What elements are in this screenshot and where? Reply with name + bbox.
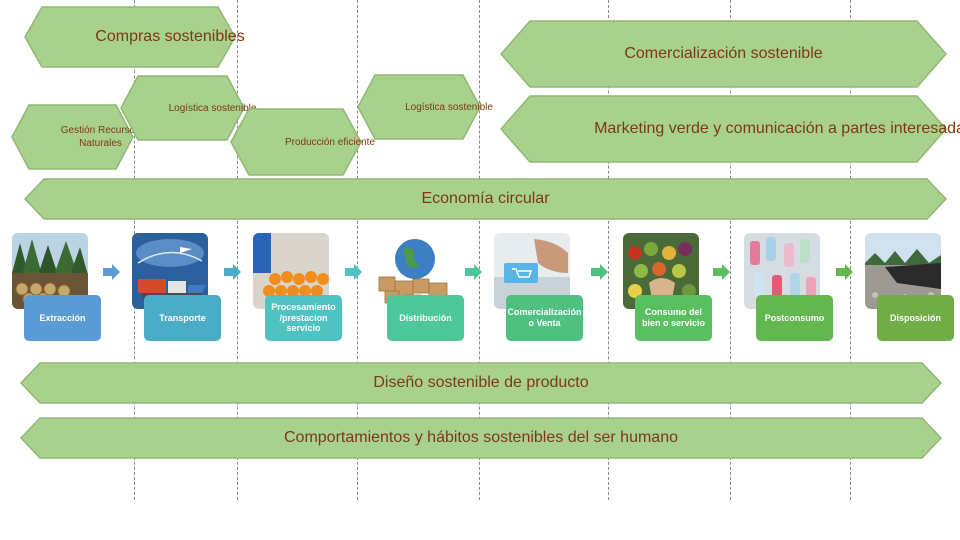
flow-arrow-icon bbox=[224, 264, 241, 280]
comportamientos-sostenibles-shape: Comportamientos y hábitos sostenibles de… bbox=[20, 417, 942, 459]
stage-transporte: Transporte bbox=[132, 233, 221, 341]
logistica-sostenible-shape: Logística sostenible bbox=[120, 75, 256, 141]
stage-label: Disposición bbox=[889, 312, 941, 323]
column-divider bbox=[357, 0, 358, 500]
stage-label: Consumo del bien o servicio bbox=[641, 307, 706, 328]
stage-distribucion: Distribución bbox=[375, 233, 464, 341]
column-divider bbox=[730, 0, 731, 500]
stage-label: Distribución bbox=[399, 312, 452, 323]
compras-sostenibles-shape: Compras sostenibles bbox=[24, 6, 245, 68]
stage-box: Disposición bbox=[877, 295, 954, 341]
stage-postconsumo: Postconsumo bbox=[744, 233, 833, 341]
stage-procesamiento: Procesamiento /prestacion servicio bbox=[253, 233, 342, 341]
comportamientos-sostenibles-label: Comportamientos y hábitos sostenibles de… bbox=[284, 428, 678, 446]
compras-sostenibles-label: Compras sostenibles bbox=[95, 27, 245, 45]
column-divider bbox=[608, 0, 609, 500]
stage-comercializacion: Comercialización o Venta bbox=[494, 233, 583, 341]
column-divider bbox=[479, 0, 480, 500]
marketing-verde-shape: Marketing verde y comunicación a partes … bbox=[500, 95, 960, 163]
stage-box: Procesamiento /prestacion servicio bbox=[265, 295, 342, 341]
stage-box: Consumo del bien o servicio bbox=[635, 295, 712, 341]
flow-arrow-icon bbox=[103, 264, 120, 280]
diseno-sostenible-shape: Diseño sostenible de producto bbox=[20, 362, 942, 404]
economia-circular-label: Economía circular bbox=[421, 189, 550, 207]
diseno-sostenible-label: Diseño sostenible de producto bbox=[373, 373, 589, 391]
comercializacion-sostenible-label: Comercialización sostenible bbox=[624, 44, 823, 62]
gestion-recursos-label: Gestión Recursos Naturales bbox=[60, 125, 141, 149]
stage-label: Transporte bbox=[159, 312, 206, 323]
produccion-eficiente-label: Producción eficiente bbox=[284, 136, 376, 148]
stage-box: Transporte bbox=[144, 295, 221, 341]
stage-consumo: Consumo del bien o servicio bbox=[623, 233, 712, 341]
stage-label: Comercialización o Venta bbox=[507, 307, 582, 328]
flow-arrow-icon bbox=[465, 264, 482, 280]
produccion-eficiente-shape: Producción eficiente bbox=[230, 108, 375, 176]
column-divider bbox=[237, 0, 238, 500]
economia-circular-shape: Economía circular bbox=[24, 178, 947, 220]
flow-arrow-icon bbox=[345, 264, 362, 280]
stage-box: Distribución bbox=[387, 295, 464, 341]
stage-label: Procesamiento /prestacion servicio bbox=[271, 301, 336, 334]
logistica-sostenible-distribucion-label: Logística sostenible bbox=[405, 101, 493, 113]
stage-disposicion: Disposición bbox=[865, 233, 954, 341]
flow-arrow-icon bbox=[836, 264, 853, 280]
comercializacion-sostenible-shape: Comercialización sostenible bbox=[500, 20, 947, 88]
stage-box: Postconsumo bbox=[756, 295, 833, 341]
gestion-recursos-shape: Gestión Recursos Naturales bbox=[11, 104, 140, 170]
stage-label: Postconsumo bbox=[764, 312, 825, 323]
stage-box: Extracción bbox=[24, 295, 101, 341]
flow-arrow-icon bbox=[591, 264, 608, 280]
flow-arrow-icon bbox=[713, 264, 730, 280]
logistica-sostenible-distribucion-shape: Logística sostenible bbox=[357, 74, 493, 140]
column-divider bbox=[850, 0, 851, 500]
stage-extraccion: Extracción bbox=[12, 233, 101, 341]
stage-box: Comercialización o Venta bbox=[506, 295, 583, 341]
marketing-verde-label: Marketing verde y comunicación a partes … bbox=[594, 119, 960, 137]
stage-label: Extracción bbox=[39, 312, 86, 323]
logistica-sostenible-label: Logística sostenible bbox=[168, 102, 257, 114]
